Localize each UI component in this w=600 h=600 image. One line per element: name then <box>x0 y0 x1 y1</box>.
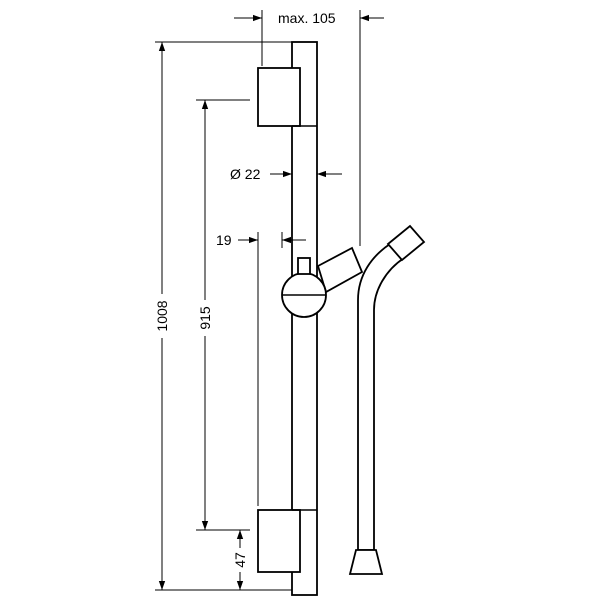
total-length-label-gap <box>154 294 170 338</box>
bottom-offset-label-gap <box>231 548 247 572</box>
dimension-tube-diameter: Ø 22 <box>230 166 342 182</box>
total-length-label: 1008 <box>154 300 170 331</box>
slider-offset-label: 19 <box>216 232 232 248</box>
hose-bottom-nut <box>348 549 384 575</box>
top-bracket-body <box>257 67 301 127</box>
bottom-offset-label: 47 <box>232 552 248 568</box>
dimension-bottom-offset: 47 <box>228 530 258 591</box>
slider-assembly <box>281 246 364 318</box>
slider-locking-pin <box>297 257 311 275</box>
bracket-spacing-label-gap <box>197 300 213 336</box>
dimension-slider-offset: 19 <box>216 232 306 506</box>
dimension-bracket-spacing: 915 <box>196 99 250 531</box>
hose-body <box>357 242 406 551</box>
dimension-max-projection: max. 105 <box>234 10 384 246</box>
bracket-spacing-label: 915 <box>197 306 213 330</box>
bottom-bracket-body <box>257 509 301 573</box>
bottom-wall-bracket <box>257 509 317 573</box>
rail-tube-body <box>291 41 318 596</box>
top-wall-bracket <box>257 67 317 127</box>
rail-tube <box>291 41 318 596</box>
shower-hose <box>348 224 426 575</box>
max-projection-label: max. 105 <box>278 10 336 26</box>
dimension-total-length: 1008 <box>154 41 292 591</box>
hose-top-connector <box>386 224 426 262</box>
tube-diameter-label: Ø 22 <box>230 166 261 182</box>
